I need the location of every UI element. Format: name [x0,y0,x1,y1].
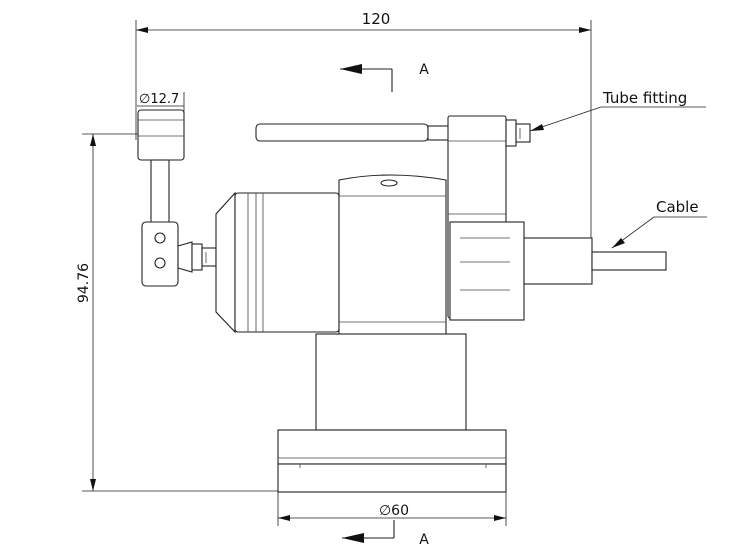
callout-tube-fitting: Tube fitting [529,89,706,132]
section-label-bottom: A [419,532,429,548]
dimension-height-left: 94.76 [76,133,278,492]
probe-diameter-value: ∅12.7 [139,92,179,107]
section-arrow-bottom: A [342,520,429,548]
probe-assembly [137,109,217,287]
pedestal-base [277,333,507,493]
dimension-width-top: 120 [135,10,592,250]
base-diameter-value: ∅60 [379,503,409,519]
top-rod [255,123,451,142]
central-housing [338,174,447,335]
dimension-base-diameter: ∅60 [277,492,507,526]
cable-connector [449,221,667,321]
callout-tube-fitting-label: Tube fitting [602,89,687,107]
main-body [215,191,340,334]
section-arrow-top: A [340,62,429,92]
section-label-top: A [419,62,429,78]
dimension-width-value: 120 [362,10,391,28]
callout-cable: Cable [611,198,707,249]
callout-cable-label: Cable [656,198,699,216]
dimension-height-value: 94.76 [76,263,92,303]
